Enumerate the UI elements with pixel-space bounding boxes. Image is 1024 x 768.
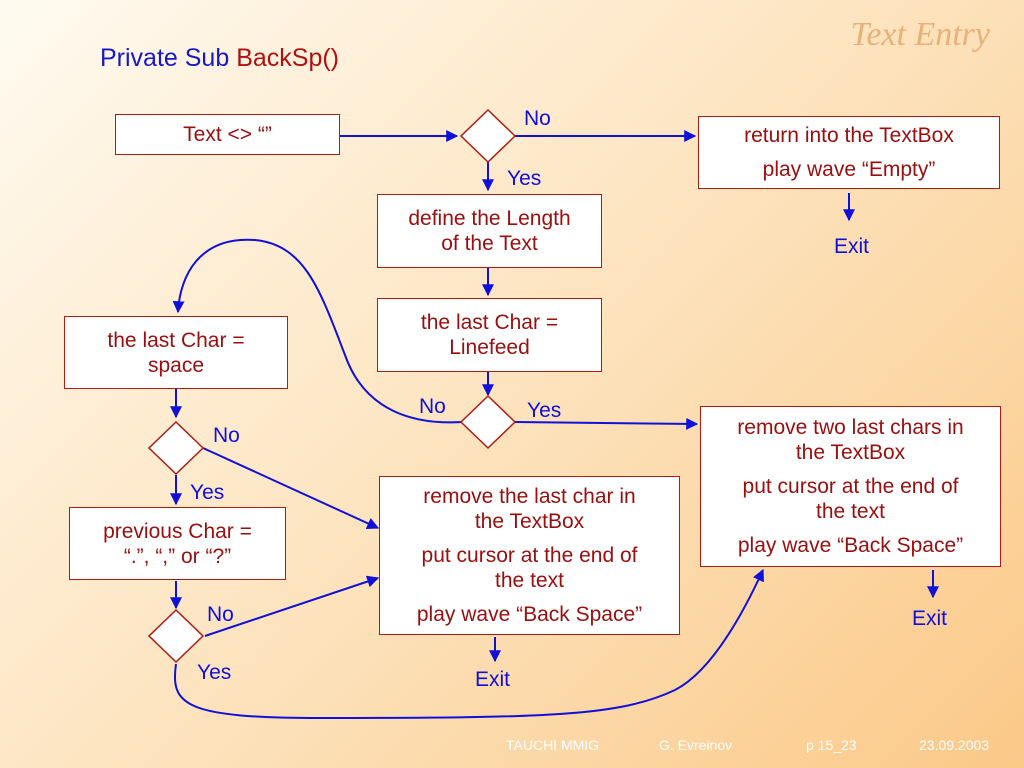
label-d4-yes: Yes xyxy=(197,661,232,684)
box-line: the last Char = xyxy=(107,328,245,352)
box-line: remove two last chars in xyxy=(737,416,964,439)
box-line: Text <> “” xyxy=(183,123,272,146)
box-line: space xyxy=(147,353,205,377)
slide-title: Private Sub BackSp() xyxy=(100,44,339,73)
box-line: remove the last char in xyxy=(423,485,636,508)
decision-diamond-linefeed xyxy=(459,394,517,450)
box-line: the last Char = xyxy=(420,311,559,334)
label-d1-yes: Yes xyxy=(507,167,542,190)
box-line: put cursor at the end of xyxy=(742,475,959,498)
decision-diamond-previous-char xyxy=(147,608,205,664)
box-line: of the Text xyxy=(441,232,538,255)
label-exit-3: Exit xyxy=(475,668,511,691)
label-exit-1: Exit xyxy=(834,235,870,258)
arrow-d2-yes-to-remove-two xyxy=(514,417,699,430)
label-d2-no: No xyxy=(419,395,446,418)
footer-course: TAUCHI MMIG xyxy=(506,737,600,753)
box-line: play wave “Back Space” xyxy=(737,534,964,557)
decision-diamond-space xyxy=(147,420,205,476)
title-prefix: Private Sub xyxy=(100,44,237,72)
label-d1-no: No xyxy=(524,107,551,130)
box-last-char-space: the last Char = space xyxy=(64,316,288,389)
box-text-not-empty: Text <> “” xyxy=(115,114,340,155)
arrow-d3-no-to-remove-last xyxy=(202,447,380,529)
label-d2-yes: Yes xyxy=(527,399,562,422)
arrow-d4-yes-to-remove-two xyxy=(173,568,764,720)
box-return-into-textbox: return into the TextBox play wave “Empty… xyxy=(698,116,1000,189)
arrow-d2-no-to-space xyxy=(172,238,464,424)
box-previous-char: previous Char = “.”, “,” or “?” xyxy=(69,507,286,580)
footer-date: 23.09.2003 xyxy=(919,737,990,753)
box-line: put cursor at the end of xyxy=(421,544,638,567)
decision-diamond-text-empty xyxy=(459,108,517,164)
box-line: play wave “Back Space” xyxy=(416,603,643,626)
label-d3-no: No xyxy=(213,424,240,447)
box-line: the text xyxy=(816,500,885,523)
label-d3-yes: Yes xyxy=(190,481,225,504)
box-line: return into the TextBox xyxy=(744,124,954,147)
title-function: BackSp() xyxy=(236,44,339,72)
box-line: previous Char = xyxy=(103,519,252,543)
box-line: “.”, “,” or “?” xyxy=(123,544,232,568)
box-line: the TextBox xyxy=(795,441,906,464)
label-exit-2: Exit xyxy=(912,607,948,630)
box-line: the TextBox xyxy=(474,510,585,533)
box-remove-two-last-chars: remove two last chars in the TextBox put… xyxy=(700,406,1001,567)
footer-author: G. Evreinov xyxy=(659,737,733,753)
box-line: Linefeed xyxy=(449,336,530,359)
arrow-d4-no-to-remove-last xyxy=(204,575,380,637)
box-line: the text xyxy=(495,569,564,592)
label-d4-no: No xyxy=(207,603,234,626)
footer-page: p 15_23 xyxy=(806,737,857,753)
box-define-length: define the Length of the Text xyxy=(377,194,602,268)
box-line: define the Length xyxy=(408,207,571,230)
box-last-char-linefeed: the last Char = Linefeed xyxy=(377,298,602,372)
box-line: play wave “Empty” xyxy=(762,158,936,181)
box-remove-last-char: remove the last char in the TextBox put … xyxy=(379,476,680,635)
corner-title: Text Entry xyxy=(850,16,990,53)
